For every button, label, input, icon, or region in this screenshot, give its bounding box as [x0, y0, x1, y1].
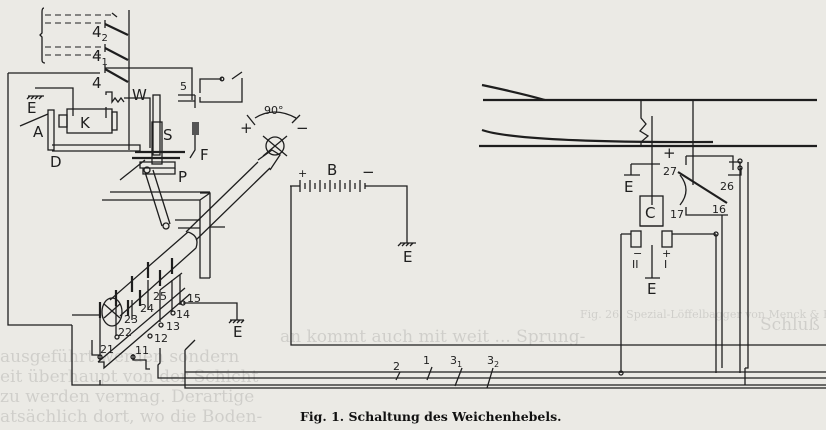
- label-terminal-16: 16: [712, 203, 726, 216]
- label-terminal-23: 23: [124, 313, 138, 326]
- label-terminal-22: 22: [118, 326, 132, 339]
- label-terminal-12: 12: [154, 332, 168, 345]
- label-contact-4-2: 42: [92, 23, 108, 44]
- label-S: S: [163, 126, 173, 144]
- label-bat-minus: −: [362, 163, 375, 181]
- label-E: E: [647, 280, 656, 298]
- left-labels: 42 41 4 W 5 E K A D S F P 90° + − B + − …: [27, 23, 499, 373]
- label-battery: B: [327, 161, 337, 179]
- label-5: 5: [180, 80, 187, 93]
- label-coil-1-sign: +: [662, 247, 671, 260]
- label-D: D: [50, 153, 62, 171]
- label-terminal-14: 14: [176, 308, 190, 321]
- svg-text:eit überhaupt von der Schicht: eit überhaupt von der Schicht: [0, 367, 259, 387]
- label-C: C: [645, 204, 655, 222]
- label-plus: +: [240, 119, 253, 137]
- figure-caption: Fig. 1. Schaltung des Weichenhebels.: [300, 409, 562, 424]
- label-terminal-17: 17: [670, 208, 684, 221]
- right-labels: + E 27 26 C 17 16 − II + I E: [624, 144, 734, 298]
- svg-text:zu werden vermag. Derartige: zu werden vermag. Derartige: [0, 387, 254, 407]
- label-E: E: [27, 99, 36, 117]
- label-W: W: [132, 86, 147, 104]
- svg-text:atsächlich dort, wo die Boden-: atsächlich dort, wo die Boden-: [0, 407, 262, 427]
- label-terminal-13: 13: [166, 320, 180, 333]
- label-minus: −: [296, 119, 309, 137]
- label-terminal-21: 21: [100, 343, 114, 356]
- label-E: E: [403, 248, 412, 266]
- svg-text:Schluß: Schluß: [760, 315, 820, 335]
- label-P: P: [178, 168, 187, 186]
- label-E: E: [233, 323, 242, 341]
- label-K: K: [80, 114, 91, 132]
- label-coil-1: I: [664, 258, 667, 271]
- label-contact-4: 4: [92, 74, 102, 92]
- label-F: F: [200, 146, 209, 164]
- label-contact-4-1: 41: [92, 47, 108, 68]
- label-coil-2: II: [632, 258, 639, 271]
- label-terminal-11: 11: [135, 344, 149, 357]
- svg-text:an kommt auch mit weit ... Spr: an kommt auch mit weit ... Sprung-: [280, 327, 585, 347]
- bleed-through-text: Fig. 26. Spezial-Löffelbagger von Menck …: [0, 308, 826, 427]
- label-wire-3-1: 31: [450, 354, 462, 369]
- label-wire-2: 2: [393, 360, 400, 373]
- left-schematic: [7, 7, 826, 389]
- right-schematic: [479, 83, 817, 385]
- label-plus: +: [663, 144, 676, 162]
- label-terminal-26: 26: [720, 180, 734, 193]
- label-E: E: [624, 178, 633, 196]
- label-wire-1: 1: [423, 354, 430, 367]
- label-coil-2-sign: −: [633, 247, 642, 260]
- label-bat-plus: +: [298, 167, 307, 180]
- svg-text:Fig. 26. Spezial-Löffelbagger: Fig. 26. Spezial-Löffelbagger von Menck …: [580, 308, 826, 321]
- label-terminal-15: 15: [187, 292, 201, 305]
- label-angle: 90°: [264, 104, 284, 117]
- label-A: A: [33, 123, 44, 141]
- label-terminal-25: 25: [153, 290, 167, 303]
- label-terminal-24: 24: [140, 302, 154, 315]
- label-wire-3-2: 32: [487, 354, 499, 369]
- label-terminal-27: 27: [663, 165, 677, 178]
- svg-text:ausgeführt werden sondern: ausgeführt werden sondern: [0, 347, 239, 367]
